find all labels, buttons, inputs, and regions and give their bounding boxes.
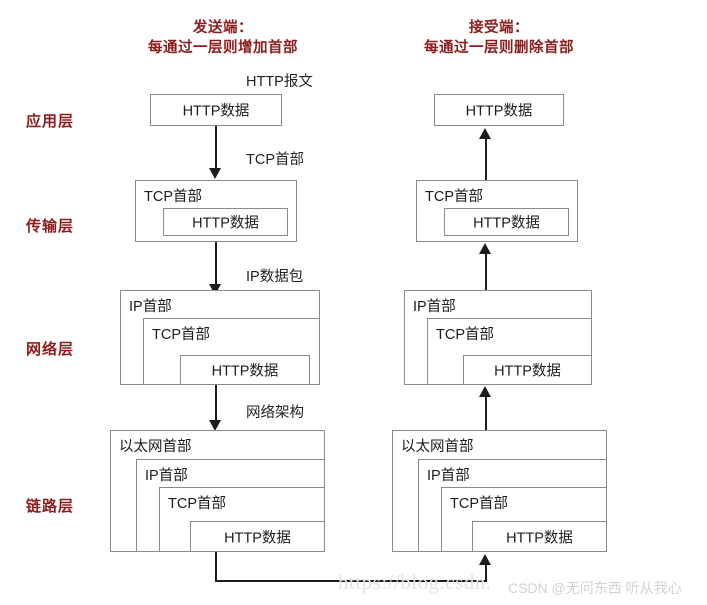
receiver-arrow-link-to-network-line bbox=[485, 396, 488, 430]
annotation-http-message: HTTP报文 bbox=[246, 74, 313, 90]
box-label-tcp-header: TCP首部 bbox=[450, 496, 508, 512]
box-label-ip-header: IP首部 bbox=[129, 299, 172, 315]
layer-label-network: 网络层 bbox=[26, 341, 75, 358]
annotation-network-arch: 网络架构 bbox=[246, 405, 304, 421]
box-label-http-data: HTTP数据 bbox=[473, 215, 540, 232]
receiver-heading-line1: 接受端： bbox=[469, 20, 529, 36]
box-label-http-data: HTTP数据 bbox=[465, 103, 533, 120]
layer-label-transport: 传输层 bbox=[26, 218, 75, 235]
watermark-author: CSDN @无问东西 听从我心 bbox=[508, 580, 682, 596]
sender-arrow-app-to-transport-head bbox=[209, 168, 221, 179]
sender-application-http-box: HTTP数据 bbox=[150, 94, 282, 126]
receiver-application-http-box: HTTP数据 bbox=[434, 94, 564, 126]
box-label-tcp-header: TCP首部 bbox=[144, 189, 202, 205]
sender-network-http-box: HTTP数据 bbox=[180, 355, 310, 385]
bottom-connector-arrow-head bbox=[479, 554, 491, 565]
sender-link-http-box: HTTP数据 bbox=[190, 521, 325, 552]
layer-label-application: 应用层 bbox=[26, 113, 75, 130]
receiver-arrow-transport-to-application-line bbox=[485, 137, 488, 180]
receiver-arrow-network-to-transport-line bbox=[485, 252, 488, 290]
layer-label-link: 链路层 bbox=[26, 498, 75, 515]
sender-arrow-network-to-link-line bbox=[215, 385, 218, 422]
box-label-http-data: HTTP数据 bbox=[211, 363, 279, 380]
sender-arrow-app-to-transport-line bbox=[215, 126, 218, 170]
sender-transport-http-box: HTTP数据 bbox=[163, 208, 288, 236]
box-label-http-data: HTTP数据 bbox=[224, 530, 291, 546]
box-label-ip-header: IP首部 bbox=[413, 299, 456, 315]
sender-heading: 发送端： 每通过一层则增加首部 bbox=[113, 18, 333, 58]
receiver-heading: 接受端： 每通过一层则删除首部 bbox=[389, 18, 609, 58]
box-label-eth-header: 以太网首部 bbox=[401, 439, 474, 455]
bottom-connector-horizontal-segment bbox=[215, 580, 487, 583]
sender-heading-line2: 每通过一层则增加首部 bbox=[148, 40, 298, 56]
box-label-eth-header: 以太网首部 bbox=[119, 439, 192, 455]
bottom-connector-right-segment bbox=[485, 564, 488, 582]
receiver-arrow-network-to-transport-head bbox=[479, 243, 491, 254]
box-label-http-data: HTTP数据 bbox=[494, 363, 561, 380]
receiver-transport-http-box: HTTP数据 bbox=[444, 208, 569, 236]
annotation-ip-packet: IP数据包 bbox=[246, 269, 304, 285]
box-label-tcp-header: TCP首部 bbox=[152, 327, 210, 343]
annotation-tcp-header: TCP首部 bbox=[246, 152, 304, 168]
box-label-tcp-header: TCP首部 bbox=[425, 189, 483, 205]
box-label-ip-header: IP首部 bbox=[145, 468, 188, 484]
receiver-network-http-box: HTTP数据 bbox=[463, 355, 592, 385]
receiver-link-http-box: HTTP数据 bbox=[472, 521, 607, 552]
box-label-http-data: HTTP数据 bbox=[506, 530, 573, 546]
sender-arrow-transport-to-network-head bbox=[209, 284, 221, 295]
receiver-arrow-link-to-network-head bbox=[479, 386, 491, 397]
bottom-connector-left-segment bbox=[215, 552, 218, 582]
box-label-tcp-header: TCP首部 bbox=[436, 327, 494, 343]
box-label-ip-header: IP首部 bbox=[427, 468, 470, 484]
watermark-url: https://blog.csdn. bbox=[338, 570, 492, 594]
sender-arrow-network-to-link-head bbox=[209, 420, 221, 431]
box-label-http-data: HTTP数据 bbox=[192, 215, 259, 232]
box-label-http-data: HTTP数据 bbox=[182, 103, 250, 120]
receiver-arrow-transport-to-application-head bbox=[479, 128, 491, 139]
box-label-tcp-header: TCP首部 bbox=[168, 496, 226, 512]
receiver-heading-line2: 每通过一层则删除首部 bbox=[424, 40, 574, 56]
sender-heading-line1: 发送端： bbox=[193, 20, 253, 36]
sender-arrow-transport-to-network-line bbox=[215, 242, 218, 286]
sender-network-tcp-box: TCP首部 bbox=[143, 318, 320, 385]
